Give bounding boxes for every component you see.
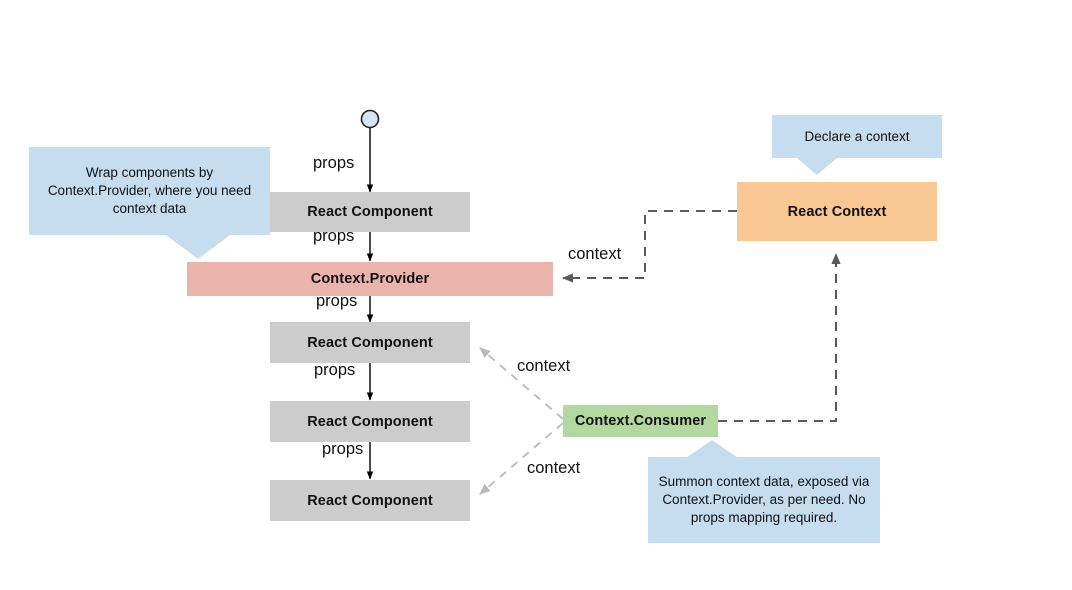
edge-label-props-4: props <box>314 361 356 379</box>
node-react-context[interactable]: React Context <box>737 182 937 241</box>
callout-wrap-note: Wrap components by Context.Provider, whe… <box>29 147 270 235</box>
node-react-component-3[interactable]: React Component <box>270 401 470 442</box>
node-react-component-2[interactable]: React Component <box>270 322 470 363</box>
edge-label-props-2: props <box>313 227 355 245</box>
node-label: React Component <box>307 334 433 351</box>
edge-label-context-lower: context <box>527 459 581 477</box>
edge-label-props-3: props <box>316 292 358 310</box>
node-label: React Component <box>307 492 433 509</box>
edge-label-context-upper: context <box>517 357 571 375</box>
edge-label-context-provider: context <box>568 245 622 263</box>
node-react-component-4[interactable]: React Component <box>270 480 470 521</box>
callout-declare-note-tail <box>797 158 837 175</box>
node-label: React Component <box>307 204 433 220</box>
node-label: React Component <box>307 413 433 430</box>
node-label: React Context <box>787 203 887 220</box>
node-label: Context.Provider <box>310 271 430 287</box>
edge-label-props-5: props <box>322 440 364 458</box>
callout-summon-note: Summon context data, exposed via Context… <box>648 457 880 543</box>
callout-text: Declare a context <box>804 128 910 144</box>
edge-label-props-1: props <box>313 154 355 172</box>
node-context-provider[interactable]: Context.Provider <box>187 262 553 296</box>
node-react-component-1[interactable]: React Component <box>270 192 470 232</box>
callout-declare-note: Declare a context <box>772 115 942 158</box>
node-label: Context.Consumer <box>574 413 707 429</box>
node-context-consumer[interactable]: Context.Consumer <box>563 405 718 437</box>
context-to-provider-arrow <box>562 210 737 283</box>
callout-text: Summon context data, exposed via Context… <box>658 474 870 525</box>
callout-summon-note-tail <box>686 440 738 458</box>
callout-wrap-note-tail <box>166 235 230 259</box>
start-node-circle <box>360 109 380 129</box>
consumer-to-context-arrow <box>718 253 841 422</box>
consumer-to-component-4-arrow <box>479 422 564 495</box>
callout-text: Wrap components by Context.Provider, whe… <box>47 165 252 216</box>
consumer-to-component-2-arrow <box>479 347 564 420</box>
